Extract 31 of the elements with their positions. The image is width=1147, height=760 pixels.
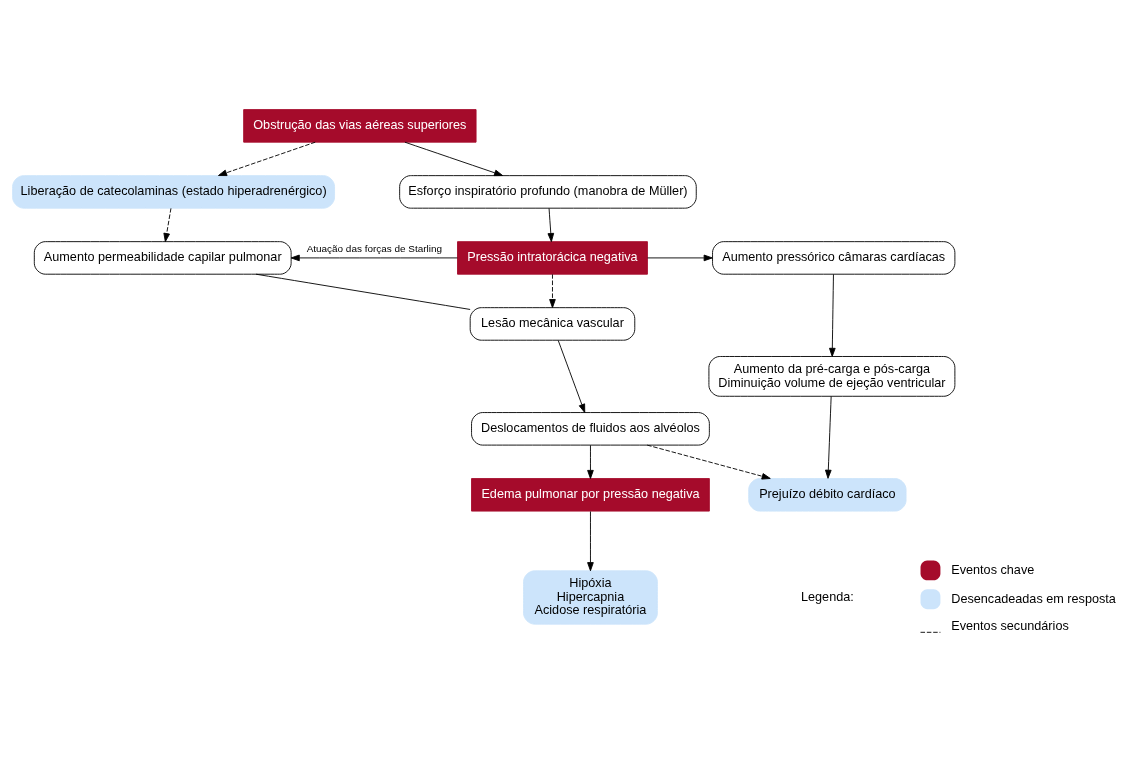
arrow [825, 395, 832, 479]
arrow [587, 511, 594, 572]
node-box: Hipóxia Hipercapnia Acidose respiratória [523, 570, 658, 625]
arrow [829, 273, 836, 357]
node-box: Edema pulmonar por pressão negativa [471, 478, 710, 512]
node-box: Deslocamentos de fluidos aos alvéolos [471, 412, 710, 446]
node-box: Aumento pressórico câmaras cardíacas [712, 241, 956, 275]
legend-label: Eventos secundários [951, 619, 1069, 634]
label: Legenda: [800, 589, 854, 604]
arrow [557, 340, 586, 413]
node-box: Pressão intratorácica negativa [457, 241, 648, 275]
arrow [218, 141, 316, 176]
arrow [587, 444, 594, 479]
connector [255, 273, 471, 310]
arrow [549, 273, 556, 309]
arrow [163, 207, 172, 243]
legend-label: Eventos chave [951, 562, 1035, 577]
node-box: Esforço inspiratório profundo (manobra de Müller) [399, 175, 697, 209]
node-box: Obstrução das vias aéreas superiores [243, 109, 477, 143]
node-box: Aumento da pré-carga e pós-carga Diminuição volume de ejeção ventricular [708, 356, 956, 397]
arrow [647, 254, 713, 262]
arrow [547, 207, 555, 243]
arrow [290, 254, 458, 262]
node-box: Aumento permeabilidade capilar pulmonar [33, 241, 292, 275]
arrow [646, 444, 771, 480]
node-box: Liberação de catecolaminas (estado hiperadrenérgico) [12, 175, 335, 209]
legend-label: Desencadeadas em resposta [951, 591, 1116, 606]
node-box: Prejuízo débito cardíaco [748, 478, 907, 512]
edge-label: Atuação das forças de Starling [306, 243, 442, 255]
node-box: Lesão mecânica vascular [469, 307, 636, 341]
arrow [404, 141, 504, 177]
